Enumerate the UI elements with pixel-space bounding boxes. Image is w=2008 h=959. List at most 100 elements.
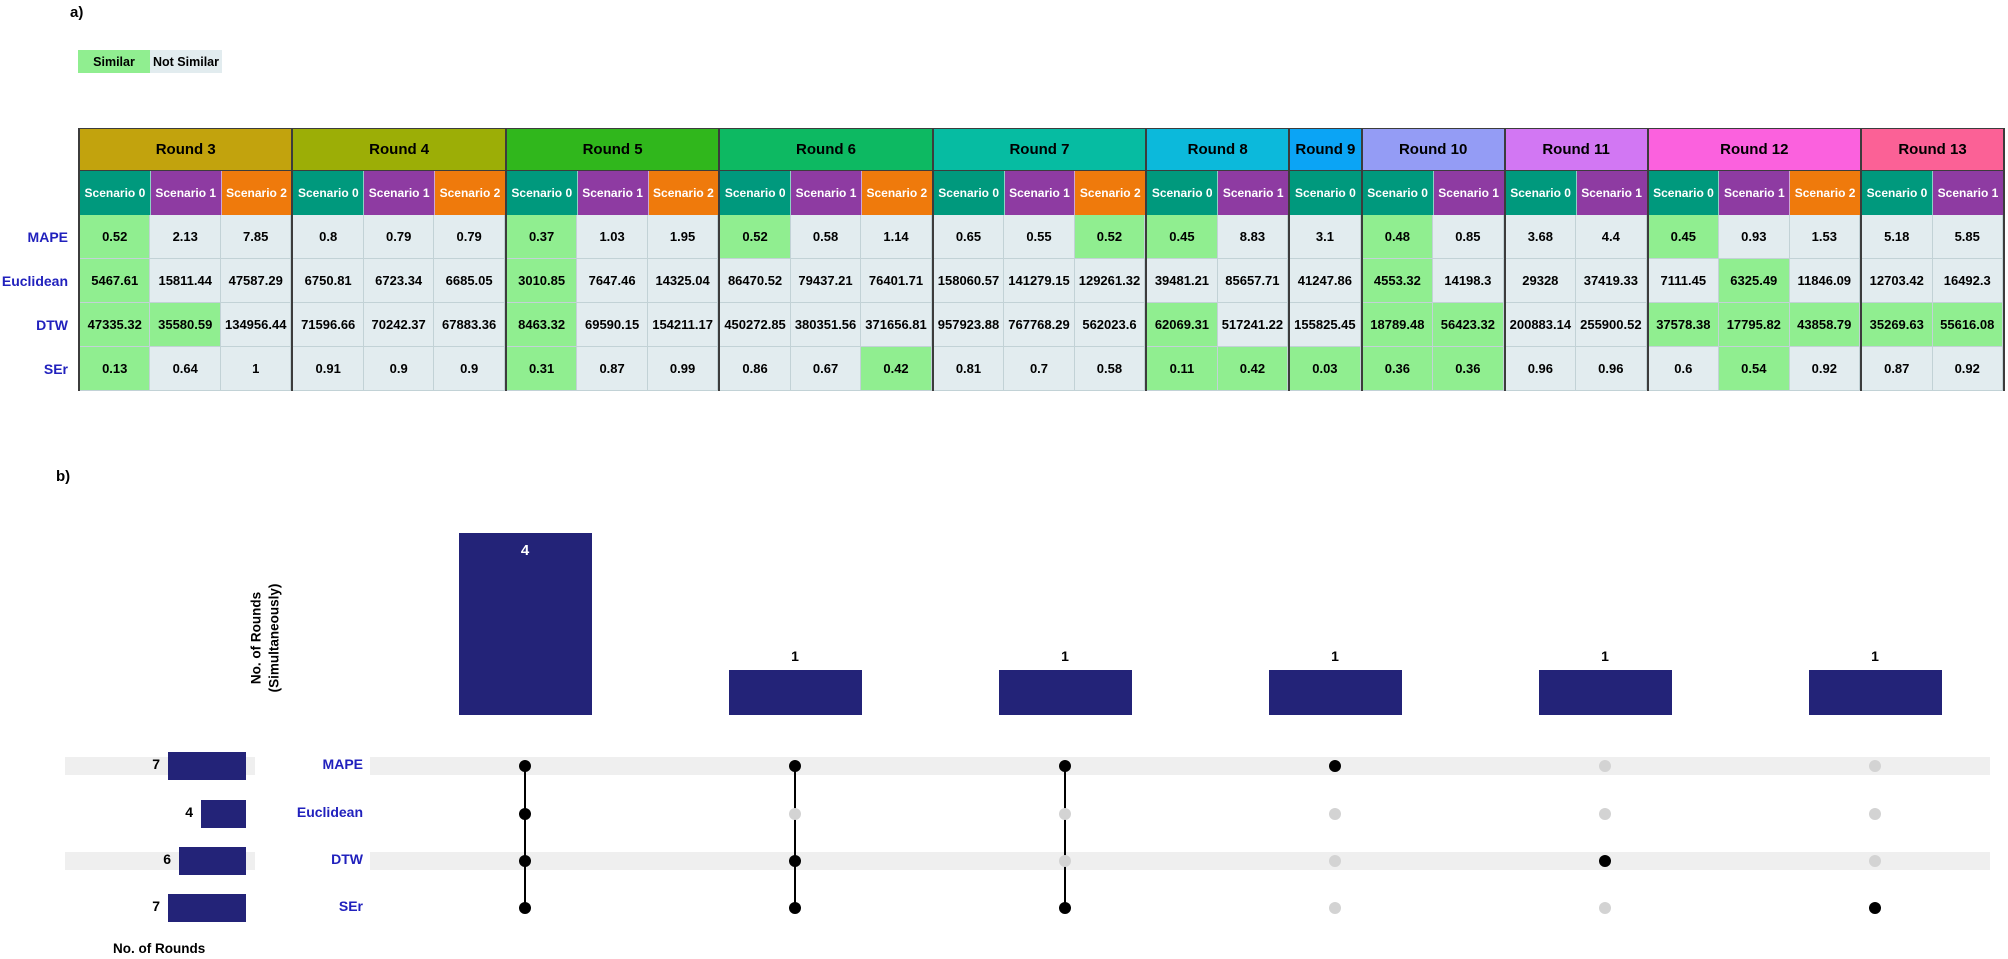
table-cell: 15811.44 — [150, 259, 221, 303]
table-cell: 0.42 — [1217, 347, 1289, 391]
table-cell: 55616.08 — [1932, 303, 2003, 347]
metric-row-label-ser: SEr — [43, 361, 68, 377]
table-cell: 2.13 — [150, 215, 221, 259]
table-cell: 41247.86 — [1290, 259, 1361, 303]
table-cell: 0.96 — [1505, 347, 1577, 391]
intersection-value: 4 — [520, 542, 530, 559]
scenario-header: Scenario 1 — [1576, 171, 1647, 215]
scenario-header: Scenario 1 — [1433, 171, 1504, 215]
table-cell: 155825.45 — [1290, 303, 1361, 347]
table-cell: 0.52 — [80, 215, 151, 259]
metric-row-label-mape: MAPE — [27, 229, 68, 245]
scenario-header: Scenario 0 — [1147, 171, 1219, 215]
table-cell: 47587.29 — [220, 259, 292, 303]
table-cell: 29328 — [1505, 259, 1577, 303]
legend-not-similar: Not Similar — [150, 50, 222, 73]
membership-dot-inactive — [1599, 808, 1611, 820]
table-cell: 0.37 — [506, 215, 578, 259]
row-stripe — [65, 852, 255, 870]
table-cell: 6325.49 — [1719, 259, 1790, 303]
panel-a-label: a) — [70, 4, 84, 21]
membership-dot-inactive — [1329, 902, 1341, 914]
table-cell: 0.45 — [1147, 215, 1218, 259]
scenario-header: Scenario 1 — [1004, 171, 1076, 215]
metric-row-label-euclidean: Euclidean — [1, 273, 68, 289]
round-header: Round 9 — [1290, 128, 1361, 171]
scenario-header: Scenario 2 — [435, 171, 505, 215]
table-cell: 37419.33 — [1576, 259, 1647, 303]
table-cell: 767768.29 — [1004, 303, 1075, 347]
table-cell: 1 — [220, 347, 292, 391]
intersection-bar — [1268, 669, 1402, 715]
intersection-value: 1 — [1601, 647, 1609, 664]
scenario-header: Scenario 0 — [80, 171, 151, 215]
row-stripe — [370, 757, 1990, 775]
intersection-bar — [458, 533, 592, 715]
upset-set-label-mape: MAPE — [322, 756, 363, 772]
table-cell: 371656.81 — [861, 303, 932, 347]
table-cell: 0.52 — [720, 215, 791, 259]
table-cell: 16492.3 — [1932, 259, 2003, 303]
table-cell: 7.85 — [220, 215, 292, 259]
table-cell: 6685.05 — [434, 259, 505, 303]
membership-dot-active — [519, 808, 531, 820]
table-cell: 35580.59 — [150, 303, 221, 347]
membership-dot-active — [1059, 902, 1071, 914]
table-cell: 0.45 — [1648, 215, 1720, 259]
scenario-header: Scenario 0 — [1362, 171, 1434, 215]
round-header: Round 11 — [1505, 128, 1647, 171]
table-cell: 70242.37 — [363, 303, 435, 347]
intersection-bar — [998, 669, 1132, 715]
set-size-bar-dtw — [179, 847, 246, 875]
set-size-value: 7 — [152, 756, 160, 772]
table-cell: 0.67 — [790, 347, 862, 391]
round-header: Round 10 — [1362, 128, 1504, 171]
intersection-bar — [728, 669, 862, 715]
upset-y-axis-label: No. of Rounds (Simultaneously) — [247, 584, 282, 693]
table-cell: 18789.48 — [1362, 303, 1434, 347]
scenario-header: Scenario 0 — [1505, 171, 1577, 215]
round-header: Round 12 — [1648, 128, 1861, 171]
scenario-header: Scenario 2 — [221, 171, 292, 215]
set-size-bar-euclidean — [201, 800, 246, 828]
table-cell: 0.9 — [363, 347, 435, 391]
table-cell: 1.03 — [577, 215, 648, 259]
table-cell: 14198.3 — [1433, 259, 1504, 303]
table-cell: 450272.85 — [720, 303, 791, 347]
row-stripe — [65, 757, 255, 775]
table-cell: 35269.63 — [1862, 303, 1933, 347]
table-cell: 17795.82 — [1719, 303, 1790, 347]
table-cell: 0.81 — [933, 347, 1005, 391]
scenario-header: Scenario 0 — [933, 171, 1005, 215]
intersection-connector — [794, 766, 796, 908]
table-cell: 0.13 — [80, 347, 151, 391]
table-cell: 0.36 — [1362, 347, 1434, 391]
scenario-header: Scenario 2 — [1790, 171, 1861, 215]
membership-dot-active — [519, 902, 531, 914]
table-cell: 0.36 — [1433, 347, 1504, 391]
table-cell: 6750.81 — [293, 259, 364, 303]
table-cell: 134956.44 — [220, 303, 292, 347]
table-cell: 12703.42 — [1862, 259, 1933, 303]
round-header: Round 6 — [720, 128, 932, 171]
intersection-value: 1 — [791, 647, 799, 664]
